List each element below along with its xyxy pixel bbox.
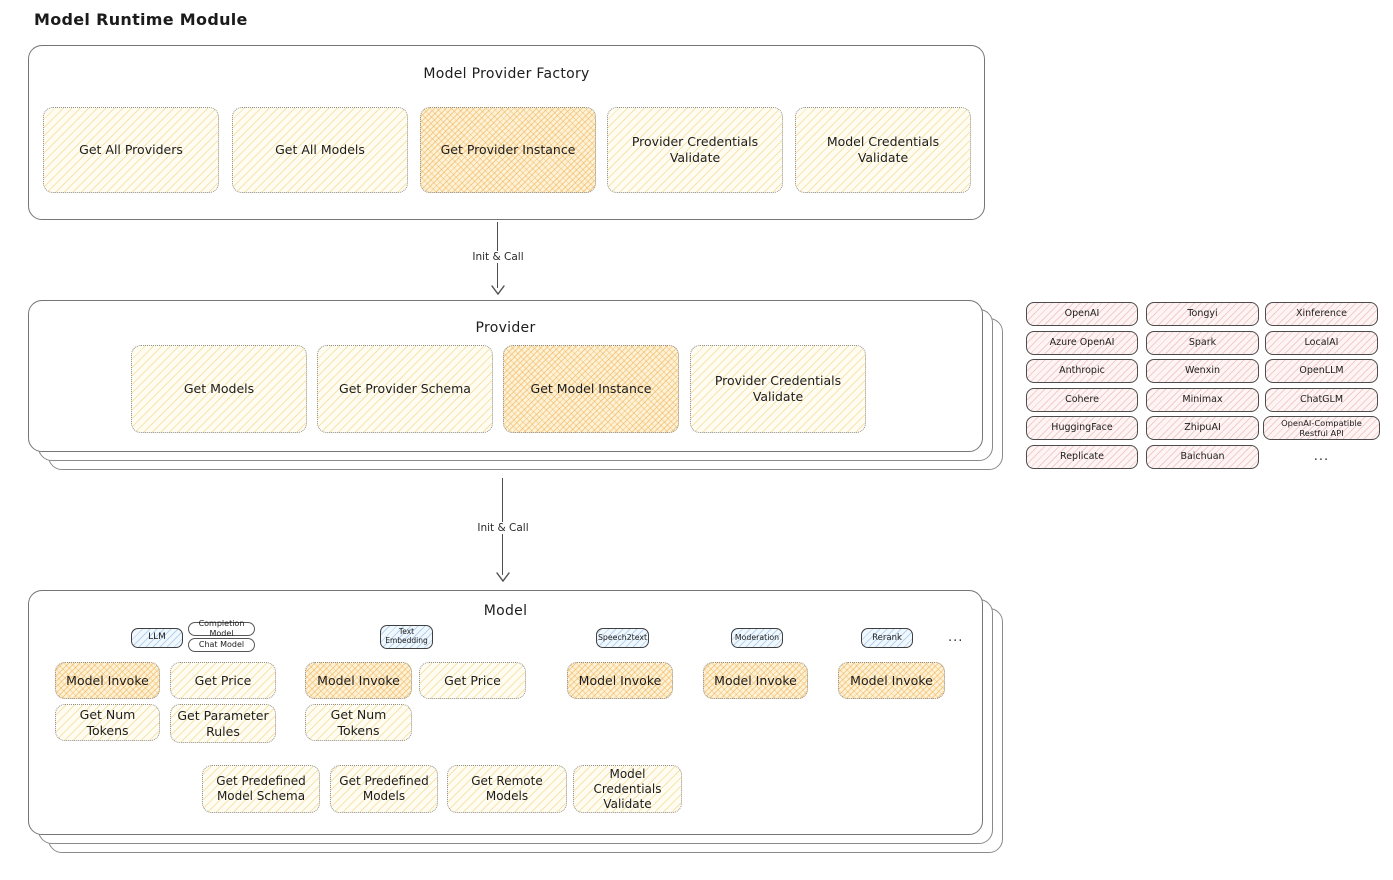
factory-model-credentials-validate: Model Credentials Validate <box>795 107 971 193</box>
badge-text-embedding: Text Embedding <box>380 625 433 649</box>
provider-item-localai: LocalAI <box>1265 331 1378 355</box>
provider-get-models: Get Models <box>131 345 307 433</box>
provider-item-openai-compatible: OpenAI-Compatible Restful API <box>1263 416 1380 440</box>
provider-item-spark: Spark <box>1146 331 1259 355</box>
factory-provider-credentials-validate: Provider Credentials Validate <box>607 107 783 193</box>
provider-item-zhipuai: ZhipuAI <box>1146 416 1259 440</box>
llm-get-price: Get Price <box>170 662 276 699</box>
provider-item-chatglm: ChatGLM <box>1265 388 1378 412</box>
model-panel-title: Model <box>483 603 528 619</box>
provider-item-openai: OpenAI <box>1026 302 1138 326</box>
llm-get-parameter-rules: Get Parameter Rules <box>170 704 276 743</box>
text-embedding-get-num-tokens: Get Num Tokens <box>305 704 412 741</box>
arrow-down-icon <box>496 572 510 582</box>
factory-get-all-models: Get All Models <box>232 107 408 193</box>
provider-credentials-validate: Provider Credentials Validate <box>690 345 866 433</box>
model-get-predefined-models: Get Predefined Models <box>330 765 438 813</box>
provider-item-minimax: Minimax <box>1146 388 1259 412</box>
text-embedding-model-invoke: Model Invoke <box>305 662 412 699</box>
badge-llm: LLM <box>131 628 183 648</box>
arrow-factory-to-provider-label: Init & Call <box>468 251 528 263</box>
provider-panel-title: Provider <box>475 320 536 336</box>
badge-chat-model: Chat Model <box>188 638 255 652</box>
badge-rerank: Rerank <box>861 628 913 648</box>
badge-completion-model: Completion Model <box>188 619 255 638</box>
provider-item-wenxin: Wenxin <box>1146 359 1259 383</box>
provider-item-tongyi: Tongyi <box>1146 302 1259 326</box>
arrow-down-icon <box>491 285 505 295</box>
model-badges-ellipsis: ... <box>948 630 964 645</box>
provider-item-azure-openai: Azure OpenAI <box>1026 331 1138 355</box>
factory-panel-title: Model Provider Factory <box>423 66 590 82</box>
provider-item-replicate: Replicate <box>1026 445 1138 469</box>
factory-get-provider-instance: Get Provider Instance <box>420 107 596 193</box>
badge-moderation: Moderation <box>731 628 783 648</box>
llm-model-invoke: Model Invoke <box>55 662 160 699</box>
speech2text-model-invoke: Model Invoke <box>567 662 673 699</box>
page-title: Model Runtime Module <box>34 10 248 29</box>
provider-item-huggingface: HuggingFace <box>1026 416 1138 440</box>
model-get-predefined-model-schema: Get Predefined Model Schema <box>202 765 320 813</box>
provider-item-anthropic: Anthropic <box>1026 359 1138 383</box>
provider-item-baichuan: Baichuan <box>1146 445 1259 469</box>
provider-list-ellipsis: ... <box>1313 449 1330 464</box>
moderation-model-invoke: Model Invoke <box>703 662 808 699</box>
text-embedding-get-price: Get Price <box>419 662 526 699</box>
provider-item-cohere: Cohere <box>1026 388 1138 412</box>
arrow-provider-to-model-label: Init & Call <box>473 522 533 534</box>
provider-get-model-instance: Get Model Instance <box>503 345 679 433</box>
llm-get-num-tokens: Get Num Tokens <box>55 704 160 741</box>
model-get-remote-models: Get Remote Models <box>447 765 567 813</box>
provider-item-xinference: Xinference <box>1265 302 1378 326</box>
badge-speech2text: Speech2text <box>596 628 649 648</box>
model-credentials-validate: Model Credentials Validate <box>573 765 682 813</box>
provider-item-openllm: OpenLLM <box>1265 359 1378 383</box>
rerank-model-invoke: Model Invoke <box>838 662 945 699</box>
factory-get-all-providers: Get All Providers <box>43 107 219 193</box>
provider-get-provider-schema: Get Provider Schema <box>317 345 493 433</box>
